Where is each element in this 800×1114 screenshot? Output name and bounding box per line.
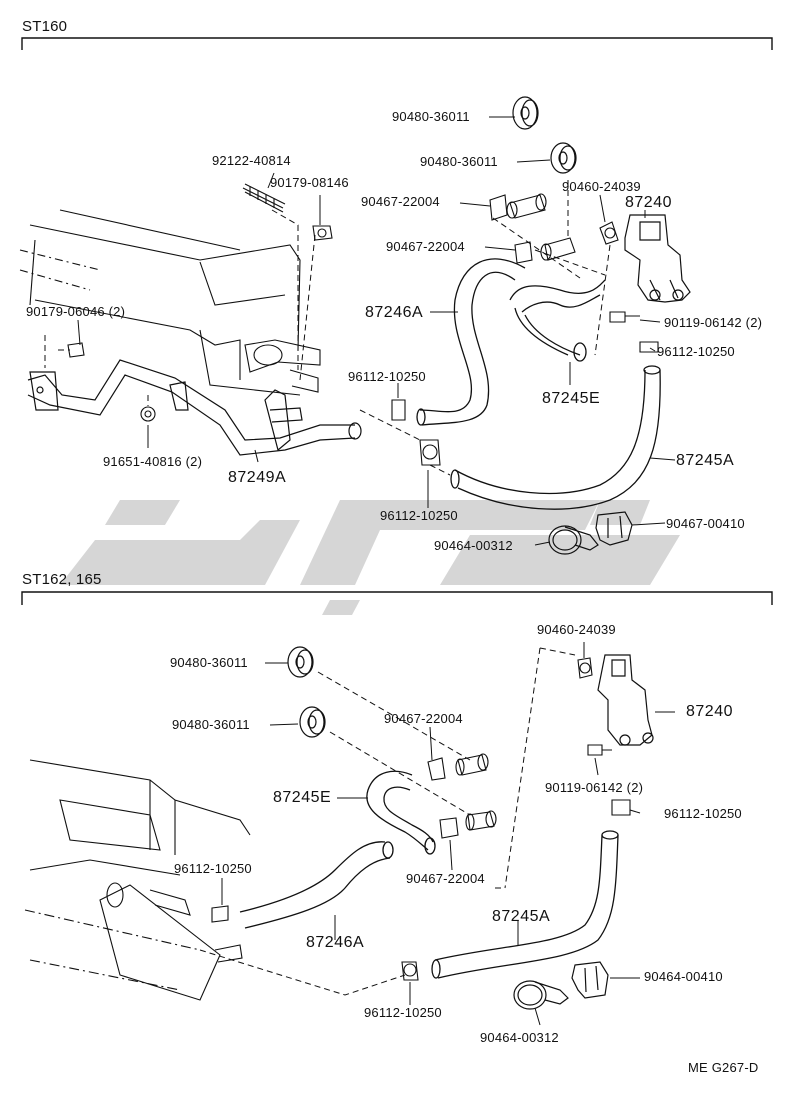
part-label: 90460-24039 [537, 622, 616, 637]
bottom-hose-87245a [431, 830, 619, 979]
part-label: 90480-36011 [420, 154, 498, 169]
bottom-hose-87246a [239, 841, 394, 929]
part-label: 96112-10250 [174, 861, 252, 876]
section-title-st162-165: ST162, 165 [22, 571, 102, 588]
part-label: 90179-08146 [270, 175, 349, 190]
diagram-code: ME G267-D [688, 1060, 759, 1075]
top-fasteners [67, 183, 640, 422]
part-label: 90467-22004 [406, 871, 485, 886]
part-label: 90119-06142 (2) [545, 780, 644, 795]
section-title-st160: ST160 [22, 18, 68, 35]
top-heater-valve [624, 214, 691, 303]
top-tubes-clamps [391, 193, 659, 466]
top-clamps-bottom [548, 511, 633, 555]
part-label: 90179-06046 (2) [26, 304, 126, 319]
part-label: 90480-36011 [172, 717, 250, 732]
top-hose-87246a [416, 258, 526, 426]
part-label: 96112-10250 [657, 344, 735, 359]
top-assembly-lines [44, 180, 611, 476]
part-label: 96112-10250 [348, 369, 426, 384]
watermark-logo [60, 500, 680, 615]
top-pipe-87249a [27, 359, 362, 456]
part-label: 90480-36011 [392, 109, 470, 124]
part-label-large: 87240 [686, 703, 733, 720]
part-label: 90467-22004 [361, 194, 440, 209]
part-label: 90467-22004 [384, 711, 463, 726]
part-label-large: 87245A [492, 908, 551, 925]
part-label: 90464-00312 [480, 1030, 559, 1045]
part-label: 92122-40814 [212, 153, 291, 168]
top-hose-87245e [509, 279, 606, 362]
bottom-hose-87245e [366, 770, 436, 855]
bottom-clamps-right [513, 961, 609, 1010]
part-label-large: 87246A [365, 304, 424, 321]
top-engine-block [19, 209, 321, 396]
part-label: 90467-00410 [666, 516, 745, 531]
part-label: 90464-00312 [434, 538, 513, 553]
bottom-leader-lines [221, 642, 675, 1026]
part-label-large: 87240 [625, 194, 672, 211]
top-hose-87245a [450, 365, 661, 510]
section-brackets [21, 37, 773, 605]
bottom-tubes-clamps [211, 657, 631, 981]
part-label: 96112-10250 [380, 508, 458, 523]
part-label: 90467-22004 [386, 239, 465, 254]
part-label: 96112-10250 [364, 1005, 442, 1020]
bottom-heater-core-body [24, 759, 251, 1001]
bottom-assembly-lines [199, 647, 576, 996]
part-label-large: 87246A [306, 934, 365, 951]
bottom-grommets [287, 646, 326, 738]
part-label-large: 87245A [676, 452, 735, 469]
bottom-heater-valve [597, 654, 654, 746]
part-label: 90119-06142 (2) [664, 315, 763, 330]
part-label-large: 87249A [228, 469, 287, 486]
part-label: 90464-00410 [644, 969, 723, 984]
top-grommets [512, 96, 577, 174]
part-label: 90480-36011 [170, 655, 248, 670]
part-label-large: 87245E [273, 789, 332, 806]
part-label: 91651-40816 (2) [103, 454, 203, 469]
top-leader-lines [77, 116, 676, 546]
part-label: 90460-24039 [562, 179, 641, 194]
part-label: 96112-10250 [664, 806, 742, 821]
part-label-large: 87245E [542, 390, 601, 407]
